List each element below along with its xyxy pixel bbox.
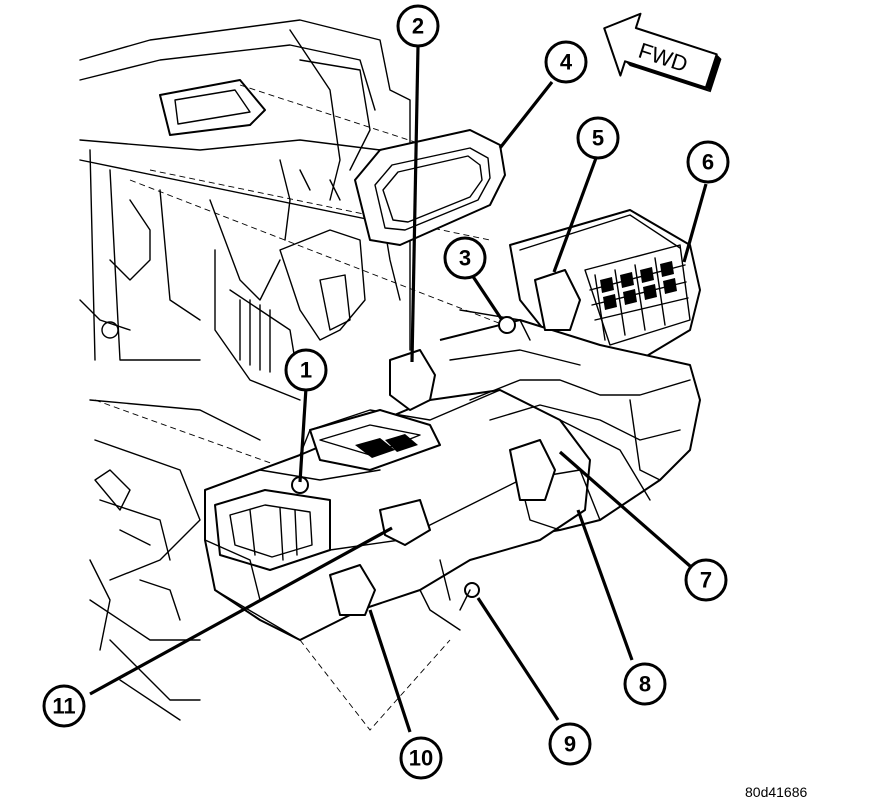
callout-10: 10 bbox=[399, 736, 443, 780]
seal-gasket bbox=[354, 129, 506, 246]
svg-text:3: 3 bbox=[459, 246, 471, 271]
svg-text:11: 11 bbox=[52, 694, 75, 719]
callout-1: 1 bbox=[284, 348, 328, 392]
svg-text:6: 6 bbox=[702, 150, 714, 175]
figure-id: 80d41686 bbox=[745, 784, 808, 800]
svg-text:2: 2 bbox=[412, 14, 424, 39]
svg-text:9: 9 bbox=[564, 732, 576, 757]
callout-11: 11 bbox=[42, 684, 86, 728]
svg-text:1: 1 bbox=[300, 358, 312, 383]
leader-1 bbox=[298, 387, 308, 483]
callout-3: 3 bbox=[443, 236, 487, 280]
callout-5: 5 bbox=[576, 116, 620, 160]
leader-lines bbox=[89, 45, 708, 733]
svg-text:8: 8 bbox=[639, 672, 651, 697]
callouts: 1 2 3 4 5 6 7 8 bbox=[42, 4, 730, 780]
svg-text:7: 7 bbox=[700, 568, 712, 593]
callout-2: 2 bbox=[396, 4, 440, 48]
svg-text:4: 4 bbox=[560, 50, 573, 75]
forward-direction-arrow: FWD bbox=[603, 12, 722, 93]
callout-7: 7 bbox=[684, 558, 728, 602]
callout-9: 9 bbox=[548, 722, 592, 766]
leader-5 bbox=[552, 157, 598, 273]
leader-4 bbox=[498, 81, 554, 149]
leader-6 bbox=[682, 183, 708, 263]
leader-10 bbox=[368, 609, 412, 733]
svg-text:10: 10 bbox=[409, 746, 433, 771]
leader-3 bbox=[470, 274, 504, 321]
callout-4: 4 bbox=[544, 40, 588, 84]
callout-6: 6 bbox=[686, 140, 730, 184]
leader-8 bbox=[576, 509, 634, 661]
leader-2 bbox=[410, 45, 420, 363]
leader-9 bbox=[476, 597, 560, 721]
svg-text:5: 5 bbox=[592, 126, 604, 151]
callout-8: 8 bbox=[623, 662, 667, 706]
leader-11 bbox=[89, 526, 393, 696]
leader-7 bbox=[558, 450, 692, 568]
